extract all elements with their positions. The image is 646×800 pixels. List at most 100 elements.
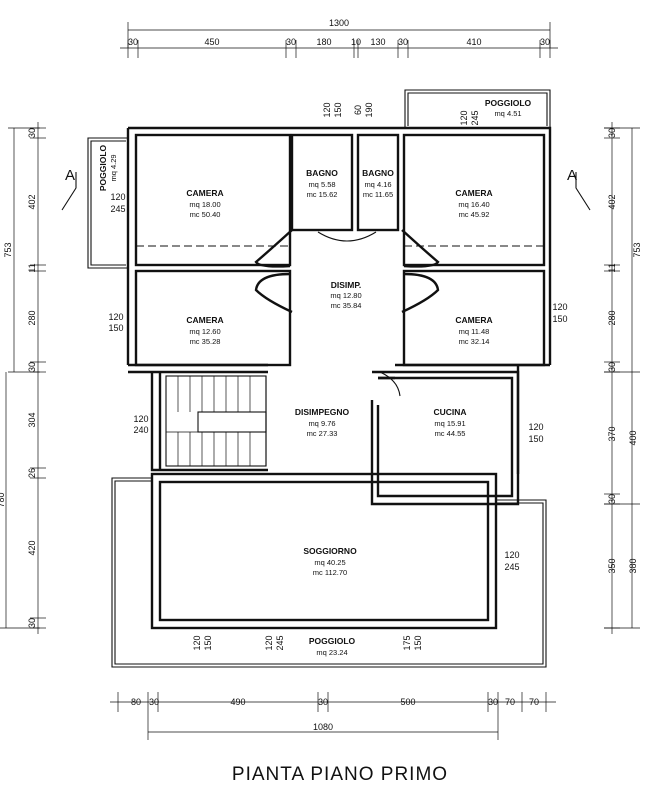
room-area: mq 9.76 (308, 419, 335, 428)
opening-height: 150 (413, 635, 423, 650)
balcony-labels: POGGIOLO mq 4.51 POGGIOLO mq 4.29 POGGIO… (98, 98, 532, 657)
bottom-dim-2: 30 (149, 697, 159, 707)
left-dim-3: 11 (27, 263, 37, 272)
room-name: CAMERA (186, 315, 223, 325)
room-name: BAGNO (306, 168, 338, 178)
room-area: mq 4.16 (364, 180, 391, 189)
room-volume: mc 35.84 (331, 301, 362, 310)
left-outer-upper-dim: 753 (3, 242, 13, 257)
opening-height: 245 (470, 110, 480, 125)
left-dim-5: 30 (27, 362, 37, 372)
bottom-dim-3: 490 (230, 697, 245, 707)
opening-height: 190 (364, 102, 374, 117)
top-dim-4: 180 (316, 37, 331, 47)
room-volume: mc 112.70 (313, 568, 347, 577)
room-name: DISIMP. (331, 280, 362, 290)
room-area: mq 40.25 (314, 558, 345, 567)
left-dim-8: 420 (27, 540, 37, 555)
room-area: mq 5.58 (308, 180, 335, 189)
room-area: mq 15.91 (434, 419, 465, 428)
right-inner-lower-dim: 400 (628, 430, 638, 445)
opening-width: 120 (110, 192, 125, 202)
room-name: BAGNO (362, 168, 394, 178)
opening-width: 120 (504, 550, 519, 560)
opening-height: 245 (110, 204, 125, 214)
bottom-total-dim: 1080 (313, 722, 333, 732)
left-dim-1: 30 (27, 128, 37, 138)
opening-height: 150 (108, 323, 123, 333)
room-volume: mc 15.62 (307, 190, 338, 199)
room-area: mq 12.60 (189, 327, 220, 336)
top-dim-6: 130 (370, 37, 385, 47)
room-name: CUCINA (433, 407, 466, 417)
room-volume: mc 32.14 (459, 337, 490, 346)
room-volume: mc 35.28 (190, 337, 221, 346)
room-name: SOGGIORNO (303, 546, 357, 556)
right-outer-upper-dim: 753 (632, 242, 642, 257)
right-outer-lower-dim: 380 (628, 558, 638, 573)
right-dim-7: 30 (607, 494, 617, 504)
bottom-dim-5: 500 (400, 697, 415, 707)
room-volume: mc 11.65 (363, 190, 393, 199)
bottom-dimension-chain: 80 30 490 30 500 30 70 70 1080 (110, 692, 556, 740)
opening-width: 120 (264, 635, 274, 650)
hall-arcs (254, 229, 440, 397)
opening-width: 120 (192, 635, 202, 650)
plan-title: PIANTA PIANO PRIMO (232, 764, 448, 785)
balcony-outlines (87, 89, 551, 668)
top-dim-1: 30 (128, 37, 138, 47)
top-dim-2: 450 (204, 37, 219, 47)
right-dim-6: 370 (607, 426, 617, 441)
bottom-dim-6: 30 (488, 697, 498, 707)
right-dim-4: 280 (607, 310, 617, 325)
right-dim-8: 350 (607, 558, 617, 573)
opening-width: 175 (402, 635, 412, 650)
room-name: CAMERA (455, 188, 492, 198)
balcony-area: mq 4.29 (109, 154, 118, 181)
right-dim-5: 30 (607, 362, 617, 372)
left-dim-6: 304 (27, 412, 37, 427)
opening-height: 150 (333, 102, 343, 117)
left-dim-2: 402 (27, 194, 37, 209)
walls (126, 126, 552, 630)
room-labels: CAMERA mq 18.00 mc 50.40 BAGNO mq 5.58 m… (186, 168, 492, 577)
bottom-dim-1: 80 (131, 697, 141, 707)
opening-width: 120 (108, 312, 123, 322)
openings: 120 150 60 190 120 245 120 245 120 150 1… (108, 102, 567, 650)
section-markers: A A (61, 167, 591, 247)
opening-height: 245 (504, 562, 519, 572)
room-name: DISIMPEGNO (295, 407, 350, 417)
room-name: CAMERA (186, 188, 223, 198)
opening-height: 150 (528, 434, 543, 444)
balcony-name: POGGIOLO (309, 636, 356, 646)
opening-height: 240 (133, 425, 148, 435)
opening-width: 120 (459, 110, 469, 125)
room-volume: mc 45.92 (459, 210, 490, 219)
opening-height: 150 (203, 635, 213, 650)
top-dim-3: 30 (286, 37, 296, 47)
opening-width: 120 (552, 302, 567, 312)
room-area: mq 12.80 (330, 291, 361, 300)
opening-width: 120 (528, 422, 543, 432)
staircase (165, 375, 267, 467)
left-outer-lower-dim: 780 (0, 492, 6, 507)
balcony-name: POGGIOLO (485, 98, 532, 108)
opening-width: 60 (353, 105, 363, 115)
balcony-area: mq 4.51 (494, 109, 521, 118)
opening-width: 120 (322, 102, 332, 117)
bottom-dim-4: 30 (318, 697, 328, 707)
left-dim-9: 30 (27, 618, 37, 628)
right-dim-1: 30 (607, 128, 617, 138)
top-dim-8: 410 (466, 37, 481, 47)
room-area: mq 18.00 (189, 200, 220, 209)
room-area: mq 16.40 (458, 200, 489, 209)
right-dim-3: 11 (607, 263, 617, 272)
left-dim-4: 280 (27, 310, 37, 325)
left-dim-7: 26 (27, 468, 37, 478)
room-volume: mc 27.33 (307, 429, 338, 438)
left-dimension-chain: 753 780 30 402 11 280 30 304 26 420 30 (0, 122, 46, 634)
right-dim-2: 402 (607, 194, 617, 209)
top-dim-9: 30 (540, 37, 550, 47)
balcony-name: POGGIOLO (98, 144, 108, 191)
